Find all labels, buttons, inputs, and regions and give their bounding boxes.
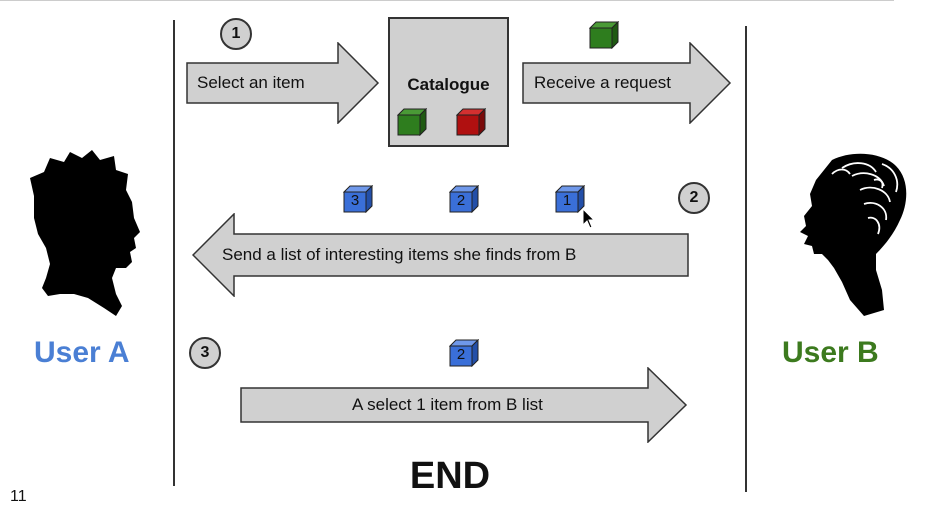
red-cube-icon: [456, 108, 486, 136]
user-b-label: User B: [782, 336, 879, 369]
top-border: [0, 0, 894, 1]
receive-request-arrow: [522, 42, 732, 124]
left-divider: [173, 20, 175, 486]
select-item-label: Select an item: [197, 73, 305, 92]
step-3-badge: 3: [189, 337, 221, 369]
send-list-label: Send a list of interesting items she fin…: [222, 245, 577, 264]
select-item-arrow: [186, 42, 380, 124]
a-select-arrow: [240, 367, 688, 443]
receive-request-label: Receive a request: [534, 73, 672, 92]
step-2-badge: 2: [678, 182, 710, 214]
catalogue-box: Catalogue: [388, 17, 509, 147]
cube-number: 2: [456, 346, 466, 363]
send-list-arrow: [192, 213, 689, 297]
mouse-pointer-icon: [582, 208, 596, 229]
cube-number: 2: [456, 192, 466, 209]
catalogue-title: Catalogue: [407, 75, 490, 94]
end-label: END: [409, 455, 491, 497]
step-1-badge: 1: [220, 18, 252, 50]
a-select-label: A select 1 item from B list: [352, 395, 543, 414]
cube-number: 1: [562, 192, 572, 209]
male-silhouette-icon: [30, 150, 140, 316]
cube-number: 3: [350, 192, 360, 209]
green-cube-icon: [397, 108, 427, 136]
female-silhouette-icon: [800, 153, 907, 316]
right-divider: [745, 26, 747, 492]
page-number: 11: [10, 488, 27, 505]
user-a-label: User A: [34, 336, 130, 369]
